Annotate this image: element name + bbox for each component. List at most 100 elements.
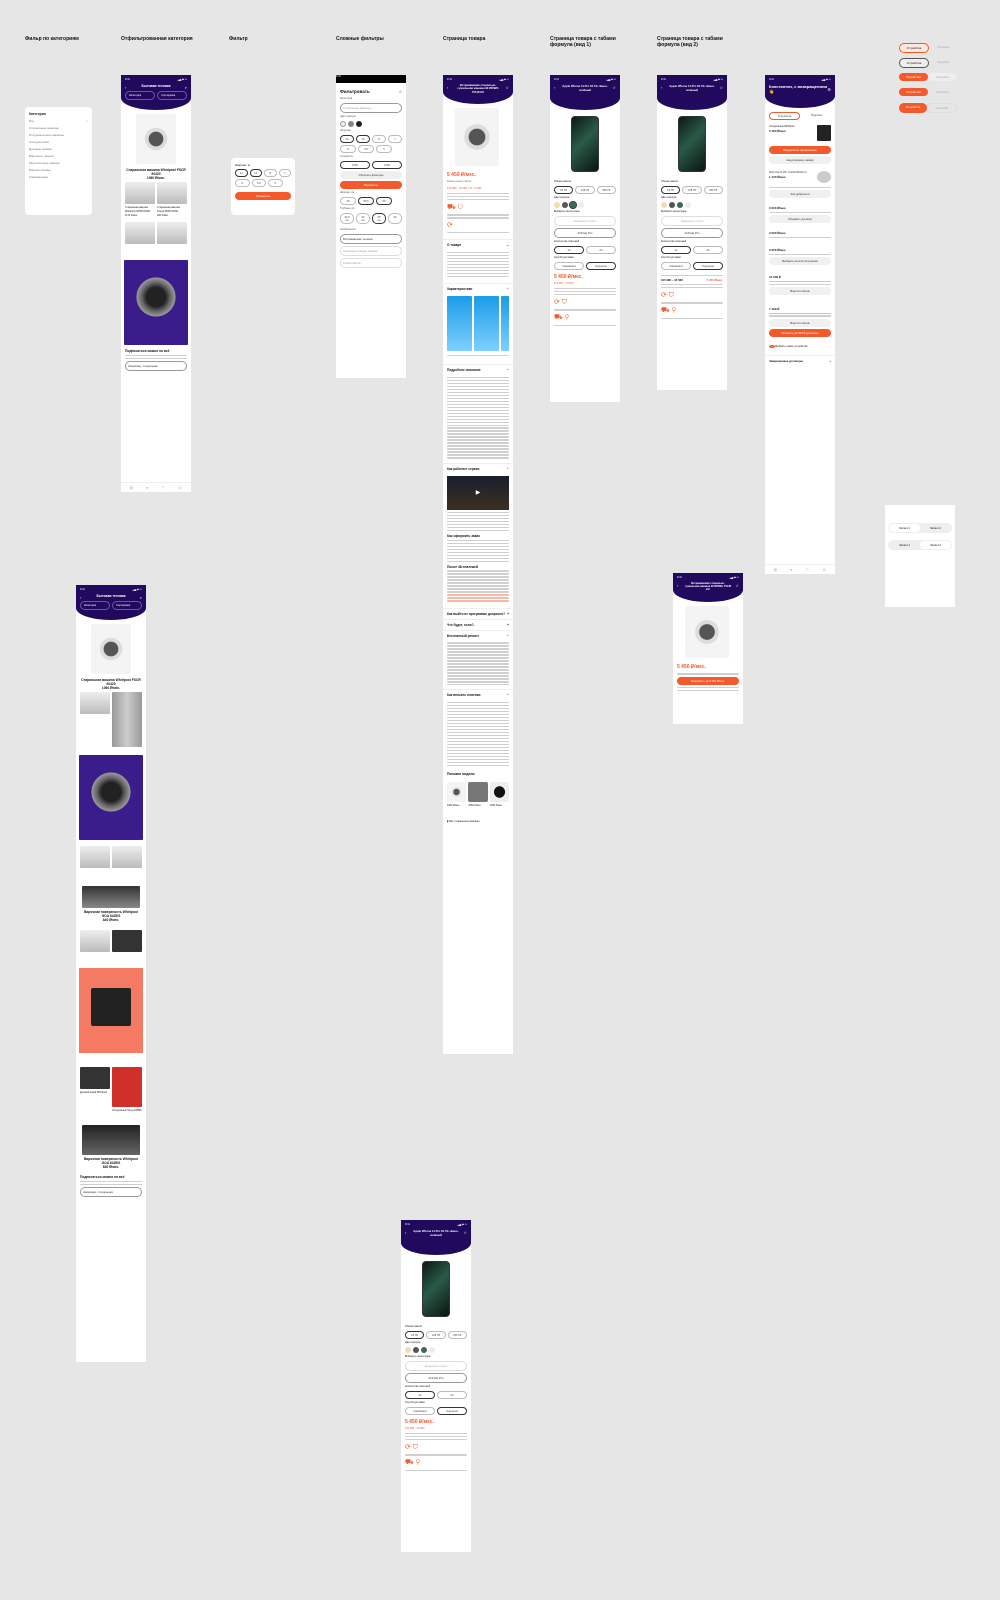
back-icon[interactable]: ‹ — [447, 85, 449, 90]
feature-option[interactable]: Тихая работа — [340, 258, 402, 268]
add-device-button[interactable]: + Выбрать новое устройство — [769, 344, 808, 348]
width-option[interactable]: 5 — [268, 179, 283, 187]
memory-option[interactable]: 128 ГБ — [682, 186, 702, 194]
depth-option[interactable]: 32,6 см — [340, 213, 354, 224]
back-icon[interactable]: ‹ — [125, 85, 127, 90]
product-image[interactable] — [571, 116, 599, 172]
payments-option[interactable]: 12 — [554, 246, 584, 254]
completed-contracts[interactable]: Завершенные договоры+ — [765, 354, 835, 366]
payments-option[interactable]: 12 — [405, 1391, 435, 1399]
price-to-input[interactable]: 1200 — [372, 161, 402, 169]
memory-option[interactable]: 64 ГБ — [554, 186, 574, 194]
filter-option[interactable]: Кофемашины — [29, 175, 49, 179]
update-contract-button[interactable]: Обновить договор — [769, 214, 831, 223]
promo-banner-oven[interactable] — [79, 968, 143, 1053]
feature-option[interactable]: Отдельностоящая техника — [340, 246, 402, 256]
color-swatch-green[interactable] — [568, 200, 578, 210]
filter-option[interactable]: Винные шкафы — [29, 168, 51, 172]
promo-banner[interactable] — [79, 755, 143, 840]
color-swatch-silver[interactable] — [578, 202, 584, 208]
tab-favorites-icon[interactable]: ♡ — [161, 485, 166, 490]
delivery-option[interactable]: Курьером — [586, 262, 616, 270]
product-card[interactable] — [80, 692, 110, 749]
load-option[interactable]: 10 — [356, 135, 370, 143]
price-from-input[interactable]: 1000 — [340, 161, 370, 169]
payments-option[interactable]: 24 — [437, 1391, 467, 1399]
section-description[interactable]: Подробное описание⌃ — [443, 364, 513, 375]
product-card[interactable] — [82, 1125, 140, 1155]
product-card[interactable] — [157, 222, 187, 246]
color-swatch-grey[interactable] — [562, 202, 568, 208]
depth-option[interactable]: 40 — [388, 213, 402, 224]
payments-option[interactable]: 24 — [693, 246, 723, 254]
checkout-button[interactable]: Оформить за 5 450 ₽/мес. — [677, 676, 739, 685]
color-swatch-grey[interactable] — [348, 121, 354, 127]
product-card[interactable] — [112, 846, 142, 870]
tab-subscriptions[interactable]: Подписки — [810, 113, 823, 117]
filter-option[interactable]: Морозильные камеры — [29, 161, 60, 165]
filter-option[interactable]: Холодильники — [29, 140, 50, 144]
product-name[interactable]: Варочная поверхность Whirlpool GOA 6425/… — [84, 910, 138, 918]
tab-devices[interactable]: Устройства — [769, 112, 800, 120]
width-option[interactable]: 12 — [235, 169, 248, 177]
back-icon[interactable]: ‹ — [80, 595, 82, 600]
load-option[interactable]: 8 — [372, 135, 386, 143]
feature-option[interactable]: Встраиваемая техника — [340, 234, 402, 244]
search-icon[interactable]: ⌕ — [184, 85, 187, 90]
cancel-request-button[interactable]: Аннулировать заявку — [769, 156, 831, 164]
product-card[interactable] — [82, 886, 140, 908]
filter-option[interactable]: Стиральные машины — [29, 126, 59, 130]
video-play-button[interactable]: ▶ — [447, 475, 509, 510]
back-icon[interactable]: ‹ — [554, 85, 556, 90]
width-option[interactable]: 7 — [278, 169, 291, 177]
product-card[interactable] — [112, 692, 142, 749]
depth-option[interactable]: 34 см — [356, 213, 370, 224]
search-icon[interactable]: ⌕ — [139, 595, 142, 600]
product-card[interactable]: Духовой шкаф Whirlpool — [80, 1067, 110, 1113]
delivery-option[interactable]: Курьером — [693, 262, 723, 270]
filter-option[interactable]: Духовые шкафы — [29, 147, 53, 151]
tab-home-icon[interactable]: ◎ — [129, 485, 134, 490]
payments-option[interactable]: 12 — [661, 246, 691, 254]
choose-delivery-button[interactable]: Выбрать способ получения — [769, 256, 831, 265]
category-chip[interactable]: Категория — [125, 91, 155, 100]
section-how-service[interactable]: Как работает сервис⌃ — [443, 462, 513, 474]
settings-icon[interactable]: ⚙ — [827, 87, 831, 92]
width-option[interactable]: 5.5 — [251, 179, 266, 187]
depth-option[interactable]: 35 см — [372, 213, 386, 224]
product-card[interactable]: Холодильник Smeg FAB28 — [112, 1067, 142, 1113]
width-option[interactable]: 59.5 — [358, 197, 374, 205]
memory-option[interactable]: 256 ГБ — [703, 186, 723, 194]
section-specs[interactable]: Характеристики⌃ — [443, 283, 513, 294]
product-card[interactable] — [125, 222, 155, 246]
memory-option[interactable]: 256 ГБ — [596, 186, 616, 194]
apply-button[interactable]: Применить — [340, 181, 402, 189]
tab-profile-icon[interactable]: ☺ — [822, 567, 827, 572]
section-about[interactable]: О товаре⌄ — [443, 239, 513, 250]
accessory-option[interactable]: AirPods Pro — [661, 228, 723, 238]
delivery-option[interactable]: Самовывоз — [405, 1407, 435, 1415]
product-image[interactable] — [136, 114, 176, 164]
load-option[interactable]: 12 — [340, 135, 354, 143]
load-option[interactable]: 6 — [340, 145, 356, 153]
payments-option[interactable]: 24 — [586, 246, 616, 254]
product-image[interactable] — [422, 1261, 450, 1317]
search-input[interactable]: Например, стиральная — [125, 360, 187, 371]
color-swatch-black[interactable] — [356, 121, 362, 127]
sort-chip[interactable]: Сортировка — [112, 601, 142, 610]
category-chip[interactable]: Категория — [80, 601, 110, 610]
memory-option[interactable]: 128 ГБ — [575, 186, 595, 194]
similar-product-card[interactable]: 1060 ₽/мес. — [447, 782, 467, 808]
back-icon[interactable]: ‹ — [677, 583, 679, 588]
color-swatch-white[interactable] — [340, 121, 346, 127]
product-name[interactable]: Стиральная машина Whirlpool FSCR 90420 — [126, 168, 186, 176]
accessory-option[interactable]: Защитное стекло — [405, 1361, 467, 1371]
accessory-option[interactable]: Защитное стекло — [554, 216, 616, 226]
favorite-icon[interactable]: ☆ — [735, 583, 739, 588]
accessory-option[interactable]: AirPods Pro — [554, 228, 616, 238]
width-option[interactable]: 40 — [340, 197, 356, 205]
